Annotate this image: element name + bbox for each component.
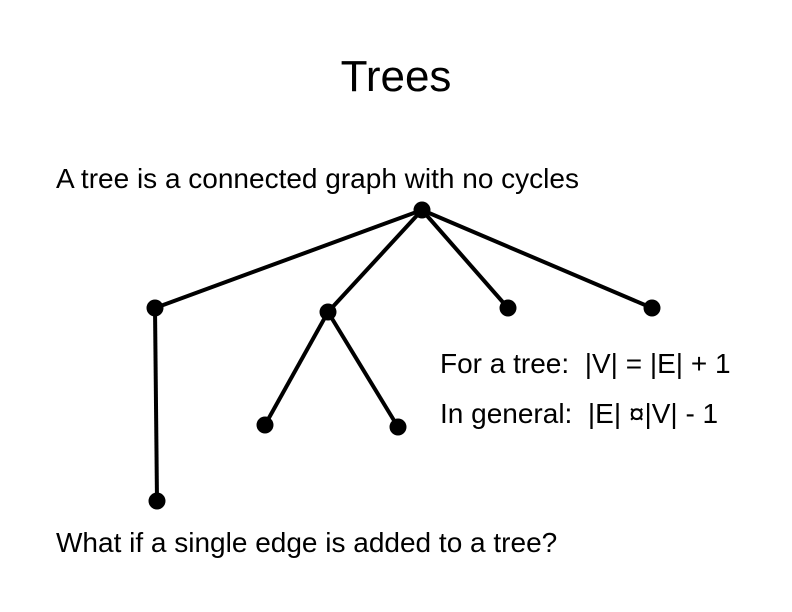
intro-text: A tree is a connected graph with no cycl… — [56, 163, 579, 194]
tree-equation-text: For a tree: |V| = |E| + 1 — [440, 348, 731, 379]
graph-node-right-outer — [643, 299, 661, 317]
question-text: What if a single edge is added to a tree… — [56, 527, 558, 558]
graph-node-root — [413, 201, 431, 219]
slide-title: Trees — [340, 52, 452, 101]
graph-edge — [154, 208, 423, 310]
graph-edge — [153, 307, 159, 502]
graph-node-mid-child-right — [389, 418, 407, 436]
general-inequality-text: In general: |E| ¤|V| - 1 — [440, 398, 719, 429]
graph-edge — [263, 311, 330, 426]
graph-node-left-child — [148, 492, 166, 510]
graph-edge — [420, 208, 510, 310]
graph-edge — [326, 208, 424, 314]
graph-node-left — [146, 299, 164, 317]
graph-edge — [326, 310, 400, 429]
graph-node-mid — [319, 303, 337, 321]
graph-edge — [421, 208, 653, 310]
graph-node-right-inner — [499, 299, 517, 317]
graph-node-mid-child-left — [256, 416, 274, 434]
